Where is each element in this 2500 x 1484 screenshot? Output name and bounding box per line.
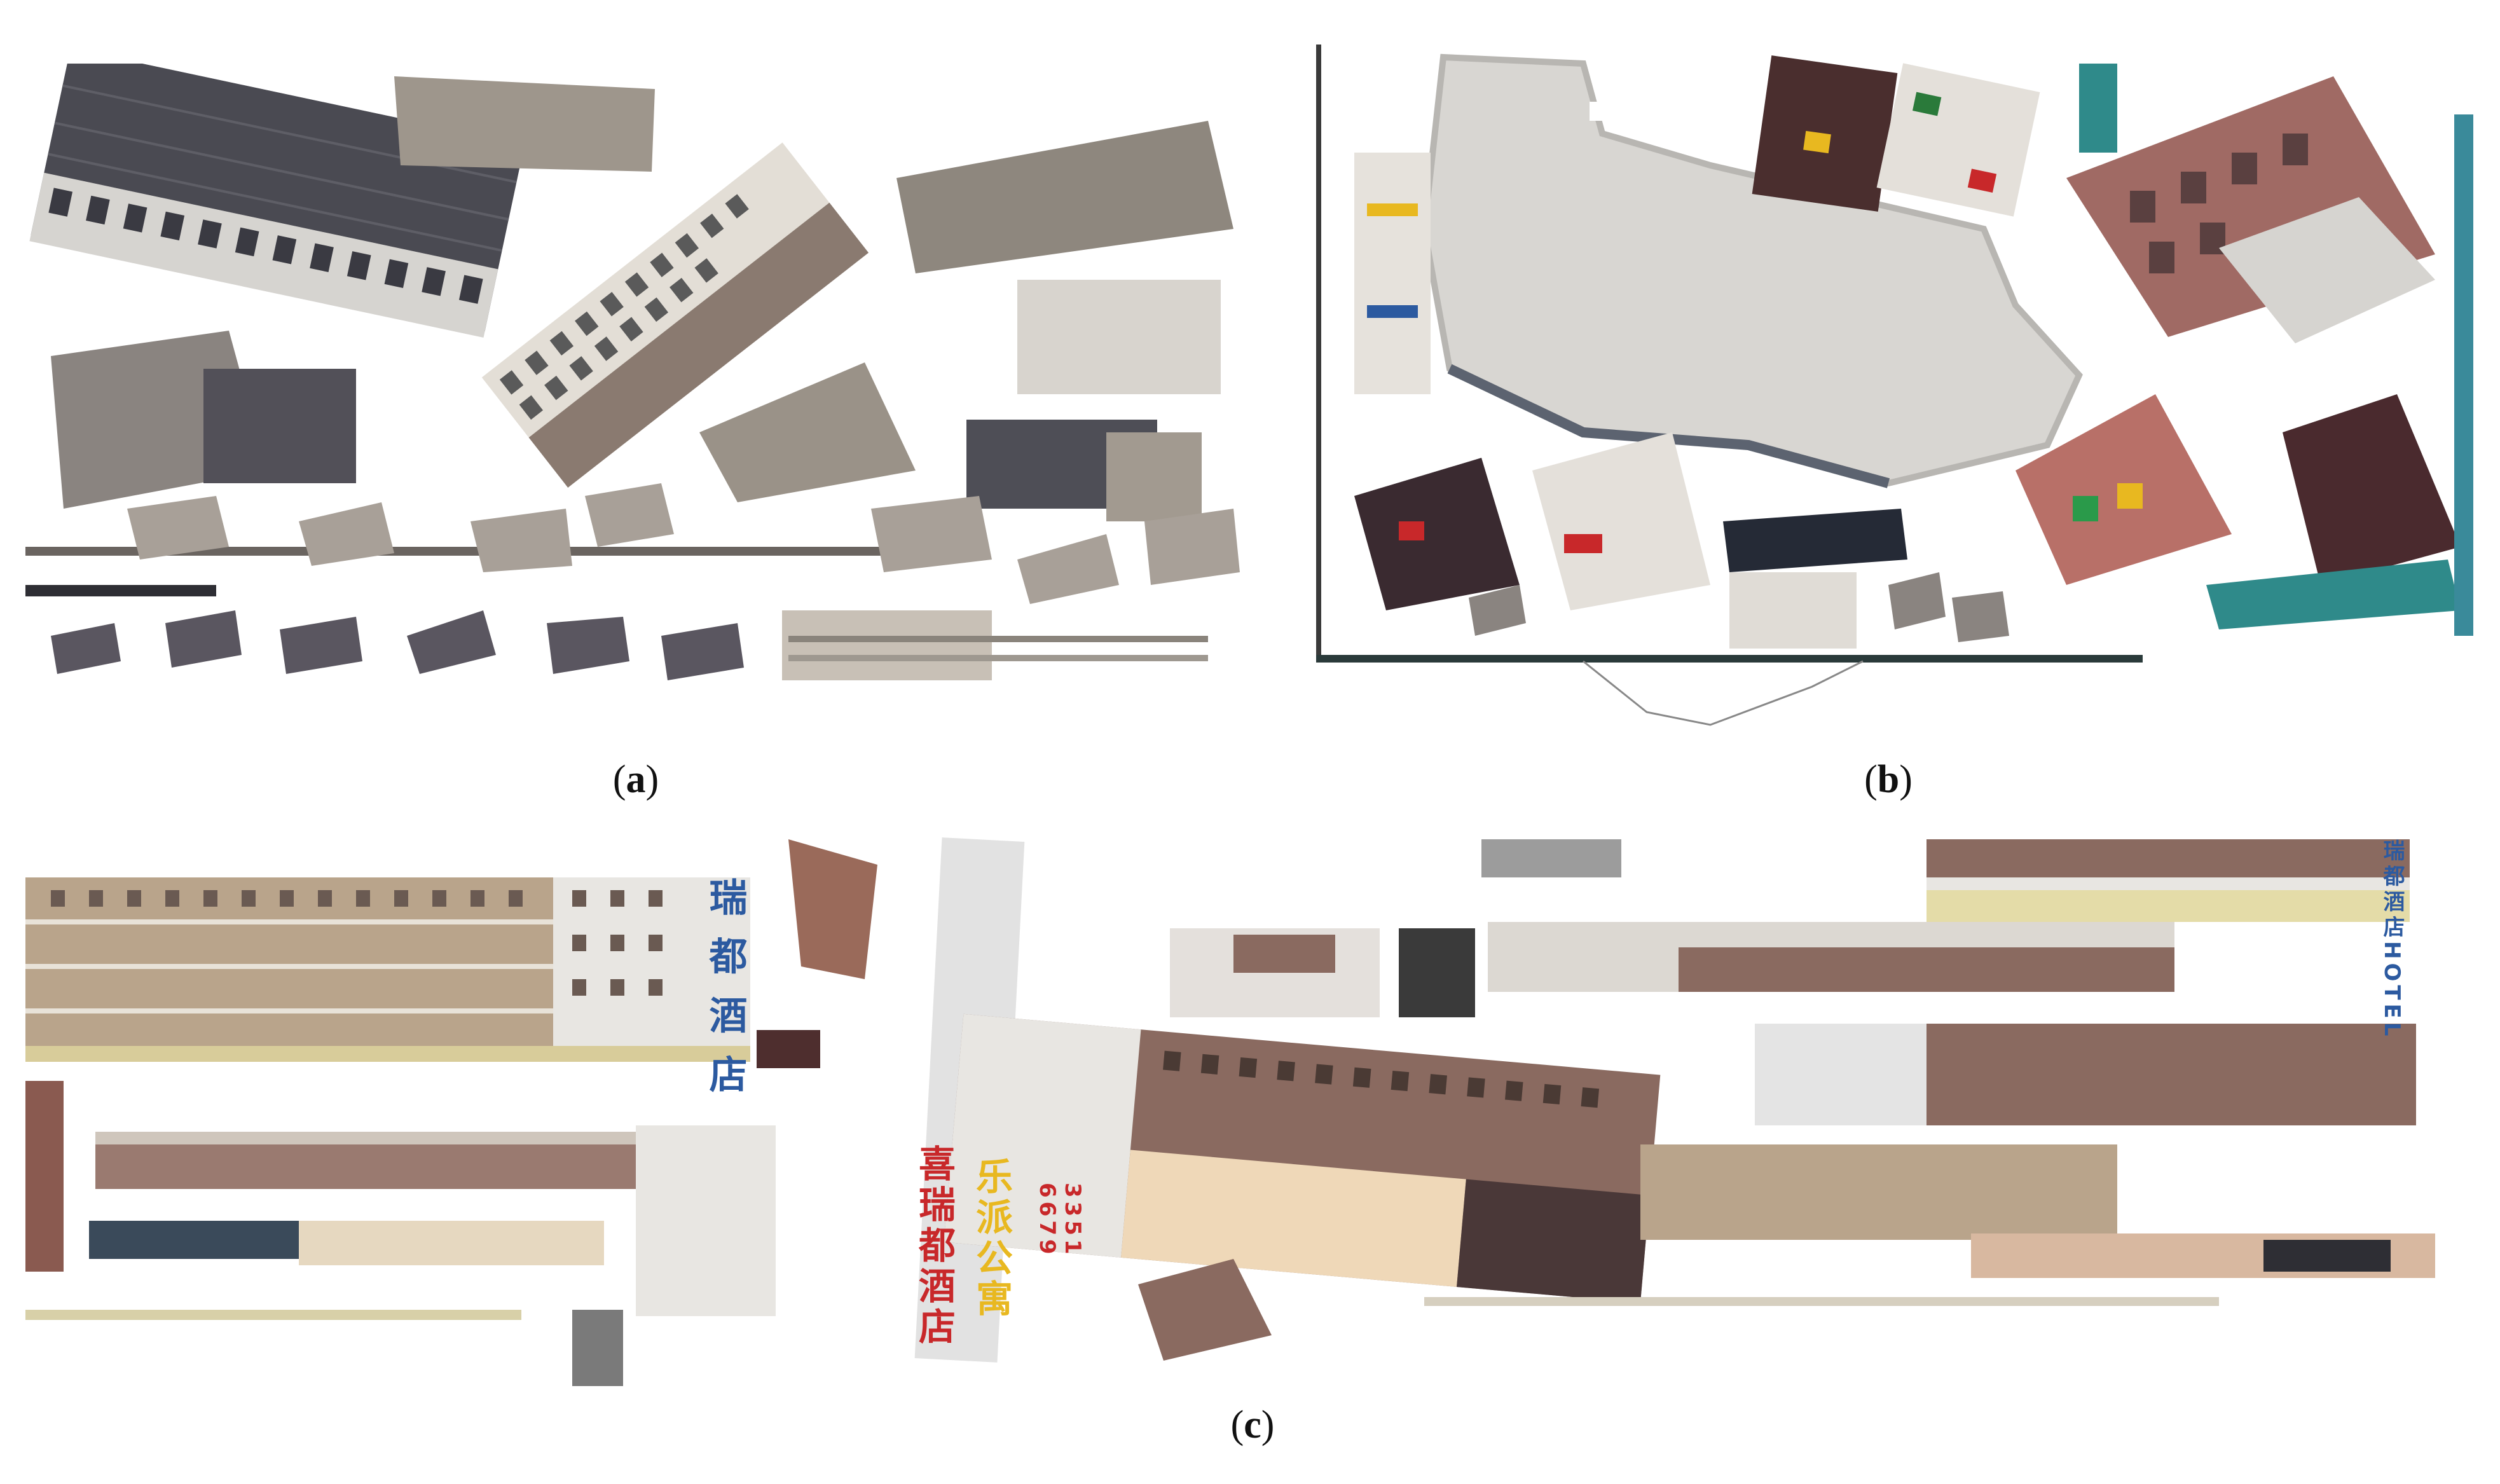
panel-c-artwork [25, 837, 2435, 1386]
panel-a-caption-letter: a [626, 758, 646, 801]
panel-c-texture-atlas: 瑞 都 酒 店 喜瑞都酒店 乐派公寓 6679 3351 瑞都酒店HOTEL [25, 827, 2473, 1399]
apartment-vertical-sign: 乐派公寓 [970, 1157, 1013, 1320]
phone-number-2: 3351 [1060, 1183, 1085, 1258]
hotel-vertical-sign-1: 瑞 都 酒 店 [703, 877, 747, 1097]
panel-a-artwork [25, 64, 1240, 680]
panel-b-caption-letter: b [1877, 758, 1900, 801]
panel-c-caption-letter: c [1244, 1403, 1261, 1446]
panel-a-caption: (a) [612, 758, 659, 801]
phone-number-1: 6679 [1034, 1183, 1060, 1258]
panel-b-texture-atlas [1316, 38, 2486, 744]
panel-a-texture-atlas [25, 64, 1246, 699]
panel-c-caption: (c) [1230, 1403, 1275, 1446]
hotel-vertical-sign-2: 喜瑞都酒店 [912, 1144, 956, 1348]
panel-b-artwork [1316, 45, 2473, 726]
panel-b-caption: (b) [1864, 758, 1913, 801]
hotel-sign-top-right: 瑞都酒店HOTEL [2379, 839, 2405, 1040]
